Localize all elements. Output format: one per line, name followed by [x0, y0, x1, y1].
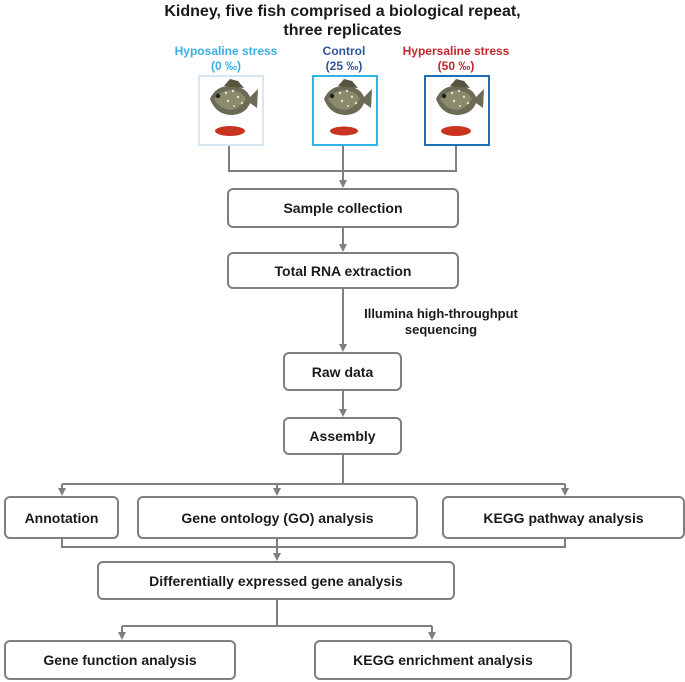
- group-value: (0 ‰): [211, 59, 241, 73]
- sample-panel-hypersaline: [424, 75, 490, 146]
- box-kegg-enrichment: KEGG enrichment analysis: [314, 640, 572, 680]
- fish-icon: [324, 79, 372, 115]
- box-label: Assembly: [309, 428, 376, 444]
- fish-kidney-image: [436, 79, 484, 136]
- fish-kidney-image: [210, 79, 258, 136]
- box-go-analysis: Gene ontology (GO) analysis: [137, 496, 418, 539]
- group-label-hyposaline: Hyposaline stress (0 ‰): [168, 44, 284, 74]
- box-label: Differentially expressed gene analysis: [149, 572, 403, 589]
- box-label: KEGG enrichment analysis: [353, 652, 533, 668]
- connector-analysis-merge: [61, 539, 566, 548]
- note-line-1: Illumina high-throughput: [364, 306, 518, 321]
- box-gene-function: Gene function analysis: [4, 640, 236, 680]
- box-sample-collection: Sample collection: [227, 188, 459, 228]
- box-label: Total RNA extraction: [274, 262, 412, 279]
- group-label-control: Control (25 ‰): [296, 44, 392, 74]
- group-name: Control: [322, 44, 366, 58]
- box-rna-extraction: Total RNA extraction: [227, 252, 459, 289]
- sequencing-note: Illumina high-throughput sequencing: [346, 306, 536, 338]
- group-value: (25 ‰): [325, 59, 363, 73]
- fish-kidney-image: [324, 79, 372, 136]
- box-label: Sample collection: [283, 200, 403, 216]
- sample-panel-control: [312, 75, 378, 146]
- box-deg-analysis: Differentially expressed gene analysis: [97, 561, 455, 600]
- fish-icon: [210, 79, 258, 115]
- box-raw-data: Raw data: [283, 352, 402, 391]
- kidney-tissue-icon: [441, 126, 471, 136]
- note-line-2: sequencing: [404, 322, 478, 337]
- group-name: Hyposaline stress: [174, 44, 278, 58]
- box-assembly: Assembly: [283, 417, 402, 455]
- box-label: Annotation: [24, 509, 99, 526]
- group-label-hypersaline: Hypersaline stress (50 ‰): [394, 44, 518, 74]
- box-label: KEGG pathway analysis: [483, 509, 644, 526]
- sample-panel-hyposaline: [198, 75, 264, 146]
- box-label: Raw data: [311, 363, 374, 380]
- box-label: Gene ontology (GO) analysis: [181, 509, 374, 526]
- title-line-1: Kidney, five fish comprised a biological…: [164, 3, 521, 20]
- diagram-title: Kidney, five fish comprised a biological…: [0, 2, 685, 40]
- kidney-tissue-icon: [215, 126, 245, 136]
- kidney-tissue-icon: [330, 126, 358, 136]
- fish-icon: [436, 79, 484, 115]
- box-label: Gene function analysis: [43, 652, 197, 668]
- box-kegg-pathway: KEGG pathway analysis: [442, 496, 685, 539]
- group-value: (50 ‰): [437, 59, 475, 73]
- group-name: Hypersaline stress: [402, 44, 510, 58]
- title-line-2: three replicates: [283, 22, 402, 39]
- box-annotation: Annotation: [4, 496, 119, 539]
